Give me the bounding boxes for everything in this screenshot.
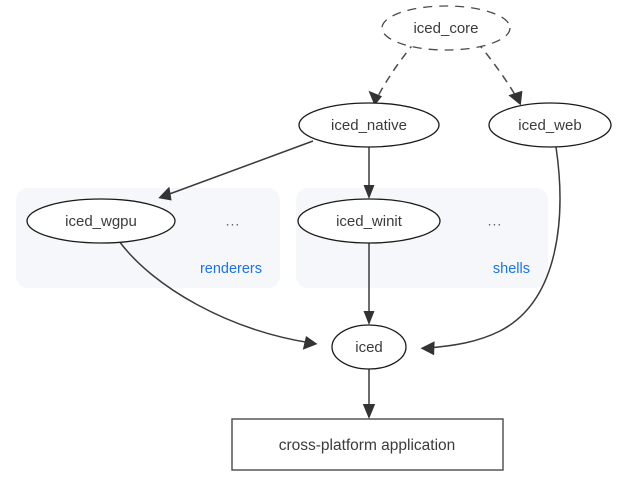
node-iced-web-shape[interactable] xyxy=(488,102,612,148)
node-iced-native[interactable]: iced_native xyxy=(298,102,440,148)
edge-wgpu-to-iced-arrowhead xyxy=(302,336,318,350)
edge-native-to-winit xyxy=(363,147,375,199)
edge-native-to-winit-arrowhead xyxy=(363,185,375,199)
edge-native-to-wgpu-line xyxy=(163,140,314,197)
edge-wgpu-to-iced xyxy=(118,240,318,350)
edge-core-to-native-line xyxy=(375,41,416,101)
edge-core-to-web-arrowhead xyxy=(508,90,523,106)
node-cross-platform-application[interactable]: cross-platform application xyxy=(231,418,504,471)
node-iced-label: iced xyxy=(355,339,383,356)
edge-iced-to-app-arrowhead xyxy=(362,404,376,419)
edge-web-to-iced xyxy=(420,146,561,356)
node-iced-core-shape[interactable] xyxy=(381,5,511,51)
edge-web-to-iced-line xyxy=(426,146,561,349)
node-cross-platform-application-shape[interactable] xyxy=(231,418,504,471)
edge-core-to-web xyxy=(476,41,523,106)
node-iced-wgpu-shape[interactable] xyxy=(26,198,176,244)
edge-native-to-wgpu-arrowhead xyxy=(158,186,172,201)
cluster-shells-ellipsis: ... xyxy=(488,213,503,229)
node-iced-core[interactable]: iced_core xyxy=(381,5,511,51)
node-iced-web[interactable]: iced_web xyxy=(488,102,612,148)
edge-native-to-wgpu xyxy=(158,140,314,201)
node-cross-platform-application-label: cross-platform application xyxy=(279,437,456,454)
edge-web-to-iced-arrowhead xyxy=(420,341,435,356)
cluster-renderers-label: renderers xyxy=(200,261,262,277)
node-iced-winit-shape[interactable] xyxy=(297,198,441,244)
edge-winit-to-iced-arrowhead xyxy=(363,311,375,325)
node-iced-wgpu[interactable]: iced_wgpu xyxy=(26,198,176,244)
cluster-renderers-ellipsis: ... xyxy=(226,213,241,229)
node-iced-native-shape[interactable] xyxy=(298,102,440,148)
edge-core-to-native-arrowhead xyxy=(368,90,382,106)
edge-iced-to-app xyxy=(362,369,376,419)
edge-core-to-native xyxy=(368,41,416,106)
cluster-shells-label: shells xyxy=(493,261,530,277)
node-iced-shape[interactable] xyxy=(331,324,407,370)
edge-winit-to-iced xyxy=(363,243,375,325)
node-iced-core-label: iced_core xyxy=(413,20,478,37)
node-iced-winit[interactable]: iced_winit xyxy=(297,198,441,244)
node-iced-winit-label: iced_winit xyxy=(336,213,403,230)
node-iced-native-label: iced_native xyxy=(331,117,407,134)
node-iced[interactable]: iced xyxy=(331,324,407,370)
edge-wgpu-to-iced-line xyxy=(118,240,312,344)
edge-core-to-web-line xyxy=(476,41,519,101)
node-iced-web-label: iced_web xyxy=(518,117,581,134)
node-iced-wgpu-label: iced_wgpu xyxy=(65,213,137,230)
